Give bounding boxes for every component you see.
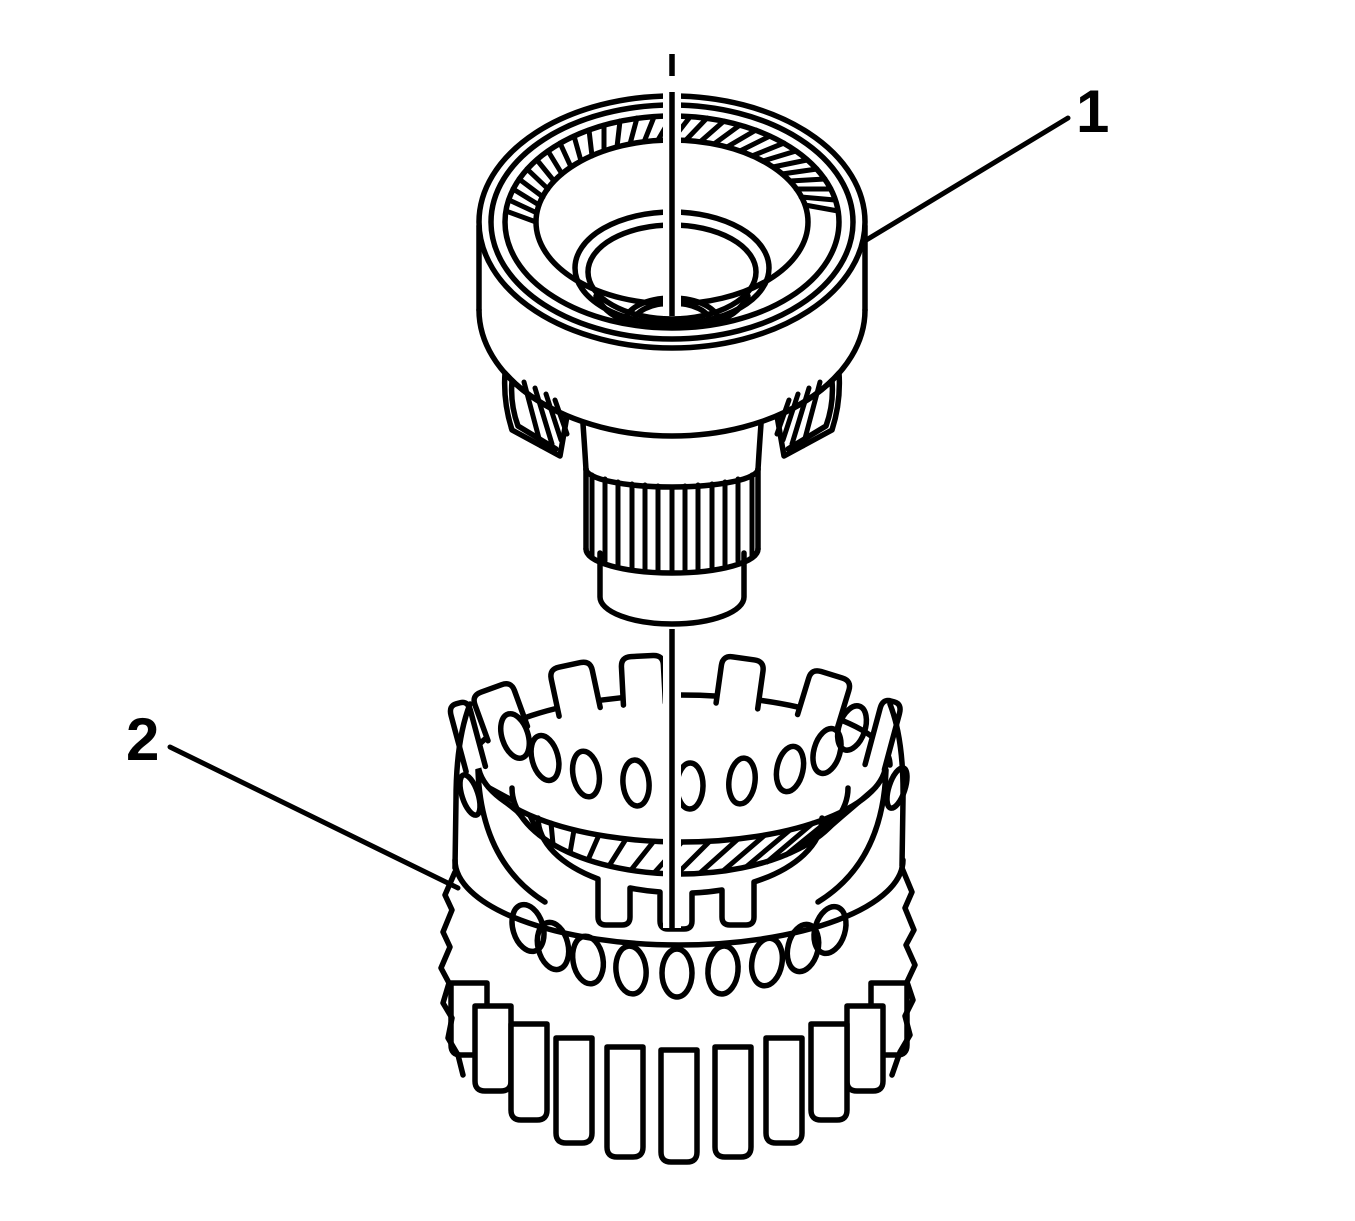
shaft-spline-band-top — [583, 466, 761, 490]
drum-left-lug-hatching — [521, 379, 570, 449]
housing-oval-slots-upper-row — [457, 703, 910, 818]
drum-bottom-edge — [476, 307, 868, 439]
drum-spline-hatching — [503, 113, 841, 225]
callout-2-label: 2 — [126, 706, 159, 773]
drum-right-lug-inner-line — [785, 378, 836, 452]
housing-right-serrated-edge — [889, 865, 918, 1078]
housing-gear-teeth — [448, 980, 910, 1165]
housing-mid-band-edge — [452, 857, 906, 948]
shaft-spline-band-sides — [583, 466, 761, 552]
drum-left-lug-inner-line — [508, 378, 559, 452]
housing-castellation-tabs — [447, 652, 903, 775]
callout-1-label: 1 — [1076, 78, 1109, 145]
housing-interior-spline-hatching — [485, 784, 879, 877]
part-2-clutch-housing-illustration — [438, 652, 918, 1165]
housing-oval-slots-lower-row — [509, 901, 849, 1000]
drum-right-lug-hatching — [774, 379, 823, 449]
callouts — [167, 115, 1071, 891]
housing-left-serrated-edge — [438, 869, 466, 1078]
callout-1-leader-line — [860, 115, 1071, 245]
callout-2-leader-line — [167, 744, 461, 891]
housing-floor-edge-notches — [535, 815, 825, 932]
shaft-pilot-cylinder — [597, 550, 747, 627]
shaft-splines — [589, 472, 755, 575]
housing-upper-band-sides — [452, 701, 906, 871]
